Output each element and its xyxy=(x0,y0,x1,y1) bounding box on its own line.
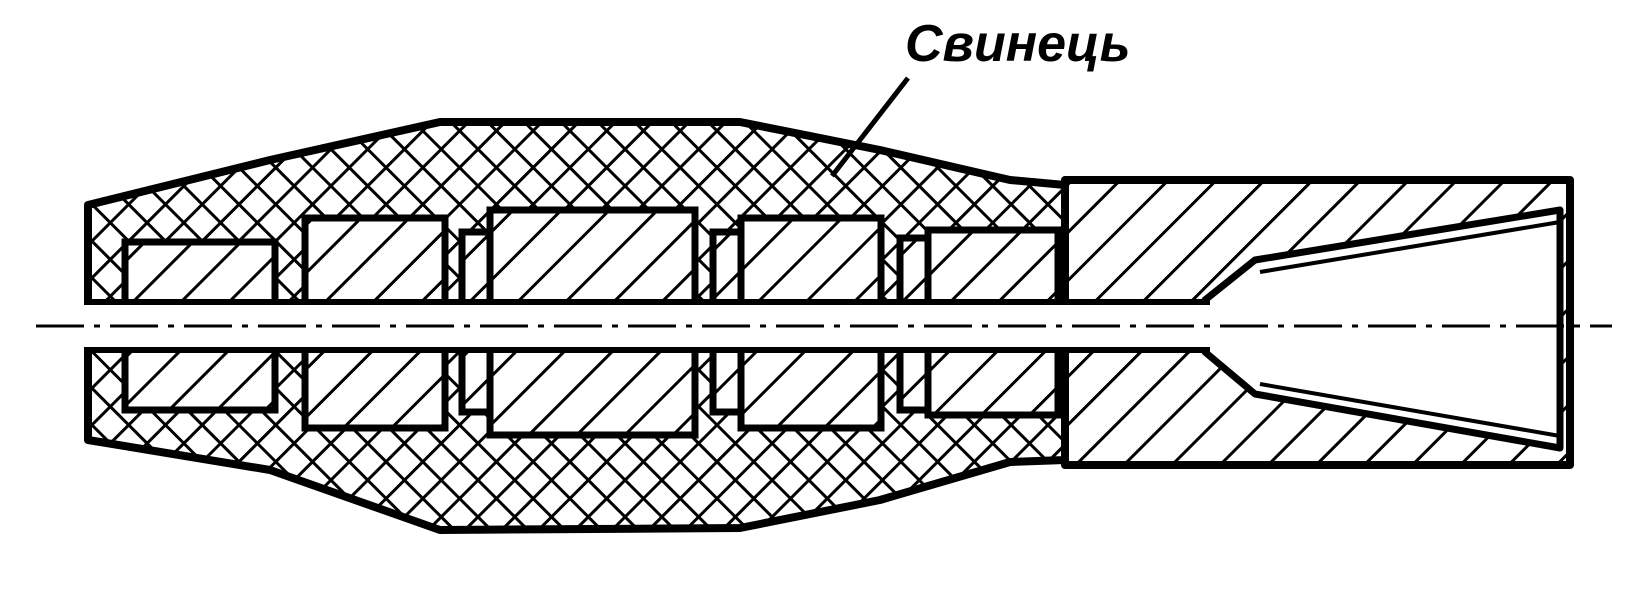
lead-label: Свинець xyxy=(905,15,1131,73)
label-leader-line xyxy=(830,76,910,178)
bore-edge-top xyxy=(1259,220,1561,274)
bore-edge-bottom xyxy=(1259,382,1561,438)
